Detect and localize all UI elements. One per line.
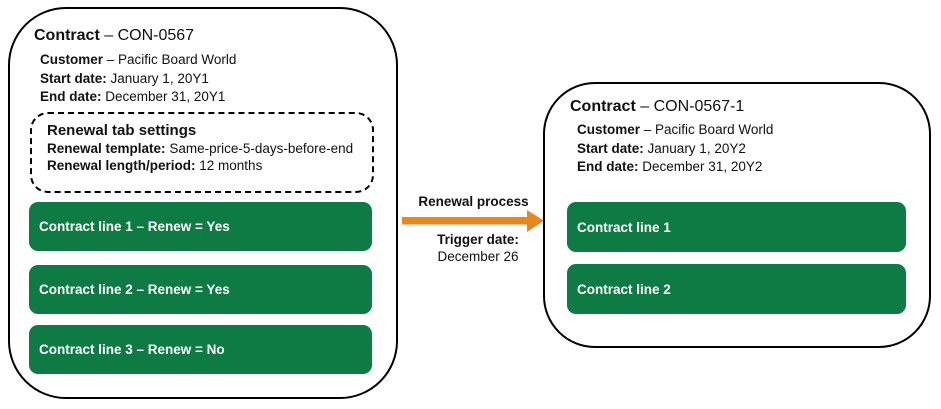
contract-title-value: – CON-0567	[104, 27, 195, 44]
contract-line-bar: Contract line 1	[567, 202, 906, 252]
end-date-row: End date: December 31, 20Y1	[40, 88, 236, 107]
contract-line-bar: Contract line 3 – Renew = No	[29, 325, 372, 374]
renewal-length-label: Renewal length/period:	[47, 158, 196, 173]
renewal-settings-heading: Renewal tab settings	[47, 122, 197, 139]
start-date-row: Start date: January 1, 20Y2	[577, 140, 773, 159]
renewal-template-row: Renewal template: Same-price-5-days-befo…	[47, 140, 358, 157]
end-date-label: End date:	[40, 89, 102, 104]
customer-label: Customer	[40, 52, 104, 67]
renewal-settings-box: Renewal tab settings Renewal template: S…	[30, 112, 374, 193]
start-date-label: Start date:	[40, 70, 107, 86]
start-date-value: January 1, 20Y2	[647, 140, 746, 156]
trigger-date-value: December 26	[437, 249, 519, 264]
end-date-label: End date:	[577, 159, 639, 174]
renewal-arrow-icon	[402, 206, 545, 236]
source-contract-title: Contract – CON-0567	[34, 27, 194, 45]
customer-row: Customer – Pacific Board World	[40, 51, 236, 70]
source-contract-card: Contract – CON-0567 Customer – Pacific B…	[8, 7, 398, 399]
renewed-contract-card: Contract – CON-0567-1 Customer – Pacific…	[543, 82, 931, 348]
end-date-value: December 31, 20Y2	[642, 159, 763, 174]
renewal-template-label: Renewal template:	[47, 141, 166, 156]
renewal-length-row: Renewal length/period: 12 months	[47, 157, 358, 174]
renewed-contract-details: Customer – Pacific Board World Start dat…	[577, 121, 773, 177]
trigger-date-label: Trigger date:	[437, 232, 519, 247]
contract-title-label: Contract	[570, 98, 636, 115]
customer-row: Customer – Pacific Board World	[577, 121, 773, 140]
renewed-contract-title: Contract – CON-0567-1	[570, 98, 744, 116]
start-date-value: January 1, 20Y1	[110, 70, 209, 86]
start-date-label: Start date:	[577, 140, 644, 156]
contract-title-value: – CON-0567-1	[640, 98, 745, 115]
end-date-row: End date: December 31, 20Y2	[577, 158, 773, 177]
end-date-value: December 31, 20Y1	[105, 89, 226, 104]
renewal-process-label: Renewal process	[418, 194, 529, 209]
renewal-template-value: Same-price-5-days-before-end	[169, 141, 354, 156]
start-date-row: Start date: January 1, 20Y1	[40, 70, 236, 89]
renewal-length-value: 12 months	[199, 158, 263, 173]
contract-line-bar: Contract line 1 – Renew = Yes	[29, 202, 372, 251]
customer-label: Customer	[577, 122, 641, 137]
customer-value: – Pacific Board World	[106, 52, 237, 67]
contract-line-bar: Contract line 2	[567, 264, 906, 314]
contract-line-bar: Contract line 2 – Renew = Yes	[29, 265, 372, 314]
customer-value: – Pacific Board World	[643, 122, 774, 137]
source-contract-details: Customer – Pacific Board World Start dat…	[40, 51, 236, 107]
contract-title-label: Contract	[34, 27, 100, 44]
